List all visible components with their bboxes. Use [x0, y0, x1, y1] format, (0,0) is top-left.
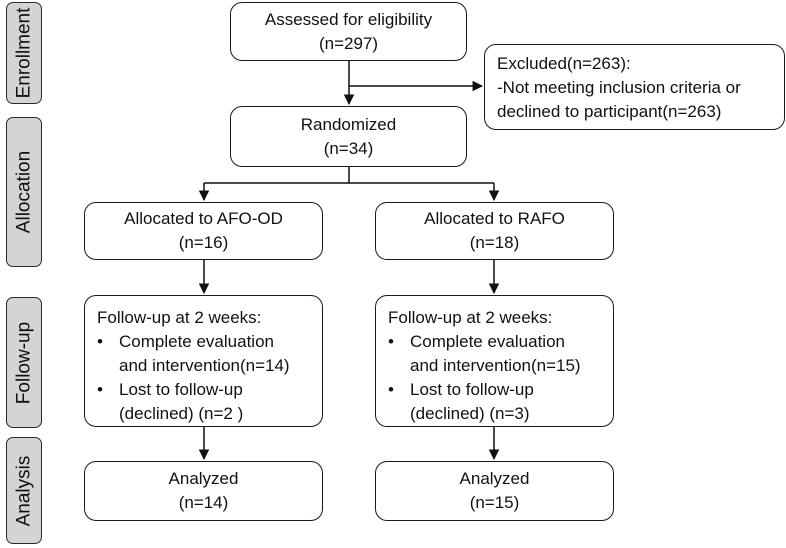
followup-left-item-lost: • Lost to follow-up	[97, 378, 310, 402]
allocated-left-count: (n=16)	[178, 233, 229, 252]
randomized-box: Randomized (n=34)	[230, 106, 467, 167]
stage-tab-allocation: Allocation	[6, 117, 42, 267]
analyzed-left-label: Analyzed	[168, 469, 239, 488]
allocated-right-label: Allocated to RAFO	[424, 209, 565, 228]
followup-right-item-lost: • Lost to follow-up	[388, 378, 601, 402]
followup-left-title: Follow-up at 2 weeks:	[97, 308, 262, 327]
followup-left-lost-label: Lost to follow-up	[119, 380, 243, 399]
excluded-box: Excluded(n=263): -Not meeting inclusion …	[484, 44, 785, 130]
stage-tab-enrollment: Enrollment	[6, 2, 42, 104]
randomized-count: (n=34)	[323, 138, 374, 158]
stage-label-allocation: Allocation	[13, 150, 35, 234]
analyzed-right-label: Analyzed	[459, 469, 530, 488]
followup-left-completed-count: and intervention(n=14)	[119, 356, 290, 375]
randomized-label: Randomized	[300, 114, 397, 134]
assessed-box: Assessed for eligibility (n=297)	[230, 2, 467, 61]
bullet-icon: •	[97, 380, 103, 399]
followup-right-item-completed: • Complete evaluation	[388, 330, 601, 354]
analyzed-right-box: Analyzed (n=15)	[375, 461, 614, 521]
bullet-icon: •	[97, 332, 103, 351]
excluded-reason: -Not meeting inclusion criteria or	[497, 78, 741, 97]
followup-right-completed-label: Complete evaluation	[410, 332, 565, 351]
assessed-label: Assessed for eligibility	[264, 9, 433, 29]
followup-right-lost-label: Lost to follow-up	[410, 380, 534, 399]
stage-label-enrollment: Enrollment	[13, 7, 35, 99]
followup-right-lost-count: (declined) (n=3)	[410, 404, 530, 423]
allocated-right-box: Allocated to RAFO (n=18)	[375, 202, 614, 260]
followup-right-box: Follow-up at 2 weeks: • Complete evaluat…	[375, 295, 614, 427]
assessed-count: (n=297)	[318, 33, 379, 53]
analyzed-left-box: Analyzed (n=14)	[84, 461, 323, 521]
stage-label-analysis: Analysis	[13, 455, 35, 526]
followup-left-item-completed: • Complete evaluation	[97, 330, 310, 354]
bullet-icon: •	[388, 380, 394, 399]
allocated-left-label: Allocated to AFO-OD	[124, 209, 283, 228]
followup-right-title: Follow-up at 2 weeks:	[388, 308, 553, 327]
bullet-icon: •	[388, 332, 394, 351]
stage-tab-followup: Follow-up	[6, 297, 42, 428]
followup-left-lost-count: (declined) (n=2 )	[119, 404, 244, 423]
excluded-reason-count: declined to participant(n=263)	[497, 102, 722, 121]
analyzed-left-count: (n=14)	[178, 493, 229, 512]
allocated-right-count: (n=18)	[469, 233, 520, 252]
excluded-title: Excluded(n=263):	[497, 54, 631, 73]
followup-right-completed-count: and intervention(n=15)	[410, 356, 581, 375]
stage-tab-analysis: Analysis	[6, 437, 42, 544]
stage-label-followup: Follow-up	[13, 321, 35, 404]
followup-left-box: Follow-up at 2 weeks: • Complete evaluat…	[84, 295, 323, 427]
allocated-left-box: Allocated to AFO-OD (n=16)	[84, 202, 323, 260]
analyzed-right-count: (n=15)	[469, 493, 520, 512]
followup-left-completed-label: Complete evaluation	[119, 332, 274, 351]
